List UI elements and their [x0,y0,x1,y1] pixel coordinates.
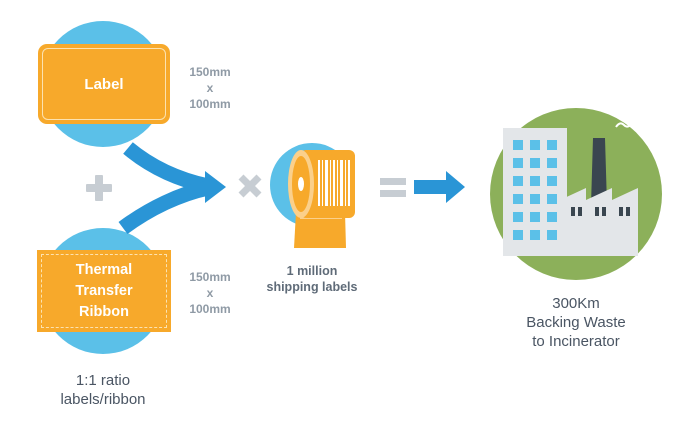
ribbon-title-line2: Transfer [75,282,133,299]
label-dim-x: x [206,81,214,95]
equals-icon [380,178,406,197]
result-arrow-icon [414,171,465,203]
result-caption-line2: Backing Waste [526,314,626,331]
ribbon-title-line3: Ribbon [79,303,129,320]
result-caption: 300Km Backing Waste to Incinerator [500,294,652,351]
ribbon-dimensions: 150mm x 100mm [175,269,245,317]
merge-arrowhead-icon [205,171,226,203]
ribbon-dim-width: 150mm [189,270,231,284]
roll-caption-line1: 1 million [286,264,338,278]
ribbon-title-line1: Thermal [75,261,133,278]
ratio-caption: 1:1 ratio labels/ribbon [13,371,193,409]
roll-caption-line2: shipping labels [266,280,358,294]
label-dimensions: 150mm x 100mm [175,64,245,112]
result-caption-line3: to Incinerator [532,333,620,350]
roll-caption: 1 million shipping labels [252,263,372,295]
ratio-caption-line2: labels/ribbon [60,391,146,408]
multiply-icon [238,174,262,198]
ratio-caption-line1: 1:1 ratio [75,372,131,389]
label-roll-icon [270,143,355,248]
factory-icon [490,108,662,280]
ribbon-card: Thermal Transfer Ribbon [37,250,171,332]
ribbon-dim-height: 100mm [189,302,231,316]
plus-icon [86,175,112,201]
ribbon-card-border [41,254,167,328]
label-card-border [42,48,166,120]
ribbon-title: Thermal Transfer Ribbon [44,260,164,323]
result-caption-line1: 300Km [552,295,600,312]
label-card: Label [38,44,170,124]
label-dim-width: 150mm [189,65,231,79]
merge-arrow-icon [118,142,210,235]
label-dim-height: 100mm [189,97,231,111]
ribbon-dim-x: x [206,286,214,300]
label-title: Label [84,75,124,93]
